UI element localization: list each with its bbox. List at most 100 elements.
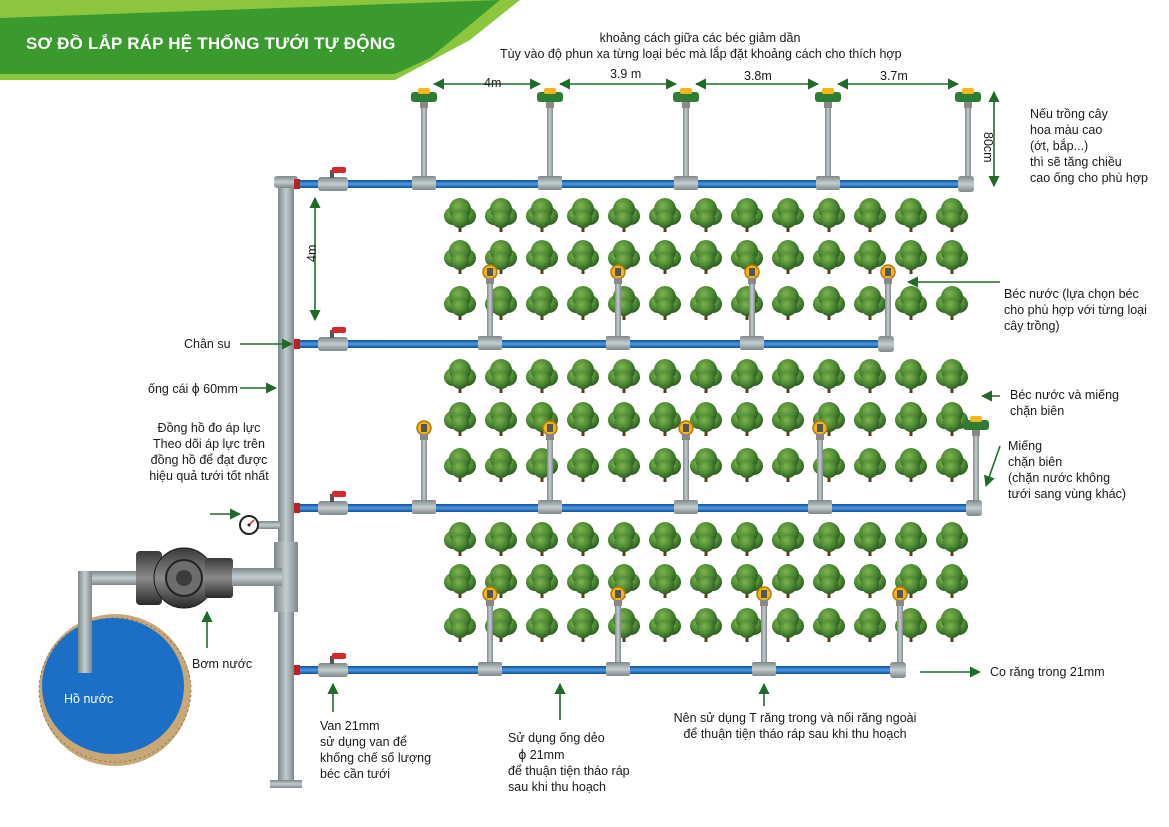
tree-icon: [813, 522, 845, 556]
tree-icon: [485, 359, 517, 393]
spacing-label-2: 3.9 m: [610, 67, 642, 81]
crop-trees: [444, 198, 968, 642]
tree-icon: [485, 522, 517, 556]
tree-icon: [936, 240, 968, 274]
tree-icon: [608, 522, 640, 556]
tree-icon: [485, 608, 517, 642]
tree-icon: [444, 522, 476, 556]
sprinkler-icon: [963, 416, 989, 436]
tree-icon: [567, 402, 599, 436]
tree-icon: [526, 402, 558, 436]
riser-pipe: [615, 600, 621, 670]
tree-icon: [608, 608, 640, 642]
tree-icon: [813, 198, 845, 232]
tree-icon: [936, 198, 968, 232]
sprinkler-icon: [482, 264, 498, 284]
riser-pipe: [817, 434, 823, 508]
sprinkler-note: Béc nước (lựa chọn béc cho phù hợp với t…: [1004, 287, 1147, 333]
tree-icon: [526, 448, 558, 482]
tree-icon: [608, 286, 640, 320]
riser-height-label: 80cm: [981, 132, 995, 163]
rubber-seal: [294, 179, 300, 189]
valve: [318, 177, 348, 191]
title-banner: [0, 0, 520, 80]
tee-fitting: [808, 500, 832, 514]
tree-icon: [813, 564, 845, 598]
tree-icon: [854, 564, 886, 598]
main-pipe: [278, 180, 294, 785]
riser-pipe: [897, 600, 903, 670]
elbow: [958, 176, 974, 192]
elbow: [966, 500, 982, 516]
sprinkler-icon: [610, 264, 626, 284]
tree-icon: [567, 608, 599, 642]
tree-icon: [731, 608, 763, 642]
tree-icon: [444, 240, 476, 274]
tree-icon: [526, 240, 558, 274]
sprinkler-icon: [482, 586, 498, 606]
tree-icon: [444, 564, 476, 598]
pipe-network: [270, 102, 979, 788]
sprinkler-icon: [892, 586, 908, 606]
tree-icon: [526, 198, 558, 232]
tree-icon: [772, 522, 804, 556]
tee-fitting: [606, 662, 630, 676]
edge-sprinkler-note: Béc nước và miếng chặn biên: [1010, 388, 1119, 418]
tree-icon: [608, 359, 640, 393]
tee-fitting: [412, 176, 436, 190]
tree-icon: [813, 240, 845, 274]
riser-pipe: [749, 278, 755, 344]
tree-icon: [649, 240, 681, 274]
tree-icon: [731, 198, 763, 232]
tree-icon: [649, 522, 681, 556]
pressure-gauge-icon: [239, 515, 280, 535]
main-pipe-label: ống cái ϕ 60mm: [148, 380, 238, 396]
spacing-label-3: 3.8m: [744, 69, 772, 83]
tree-icon: [567, 564, 599, 598]
tree-icon: [567, 448, 599, 482]
pipe-fittings: [294, 167, 982, 678]
tree-icon: [526, 564, 558, 598]
tree-icon: [813, 402, 845, 436]
tree-icon: [526, 286, 558, 320]
tree-icon: [608, 240, 640, 274]
tree-icon: [485, 198, 517, 232]
tee-fitting: [538, 500, 562, 514]
tree-icon: [895, 522, 927, 556]
tree-icon: [731, 402, 763, 436]
tree-icon: [444, 198, 476, 232]
pump-label: Bơm nước: [192, 657, 253, 671]
pump: [78, 547, 282, 673]
sprinkler-icon: [411, 88, 437, 108]
elbow-label: Co răng trong 21mm: [990, 665, 1105, 679]
tree-icon: [649, 286, 681, 320]
sprinkler-icon: [542, 420, 558, 440]
tree-icon: [649, 198, 681, 232]
pond: [38, 614, 192, 766]
sprinkler-icon: [815, 88, 841, 108]
elbow: [878, 336, 894, 352]
tee-fitting: [538, 176, 562, 190]
tree-icon: [731, 448, 763, 482]
tree-icon: [485, 448, 517, 482]
spacing-label-4: 3.7m: [880, 69, 908, 83]
tee-fitting: [478, 662, 502, 676]
sprinkler-icon: [678, 420, 694, 440]
main-pipe-cap: [274, 176, 298, 188]
valve: [318, 337, 348, 351]
tree-icon: [813, 608, 845, 642]
spacing-label-1: 4m: [484, 76, 502, 90]
annotation-arrows: [201, 78, 1001, 720]
tree-icon: [690, 402, 722, 436]
tree-icon: [526, 359, 558, 393]
tree-icon: [485, 564, 517, 598]
tree-icon: [444, 286, 476, 320]
lateral-pipe: [294, 666, 900, 674]
tree-icon: [772, 564, 804, 598]
riser-pipe: [761, 600, 767, 670]
tree-icon: [444, 448, 476, 482]
rubber-seal: [294, 665, 300, 675]
page-title: SƠ ĐỒ LẮP RÁP HỆ THỐNG TƯỚI TỰ ĐỘNG: [26, 34, 396, 53]
tree-icon: [772, 286, 804, 320]
riser-pipe: [421, 434, 427, 508]
